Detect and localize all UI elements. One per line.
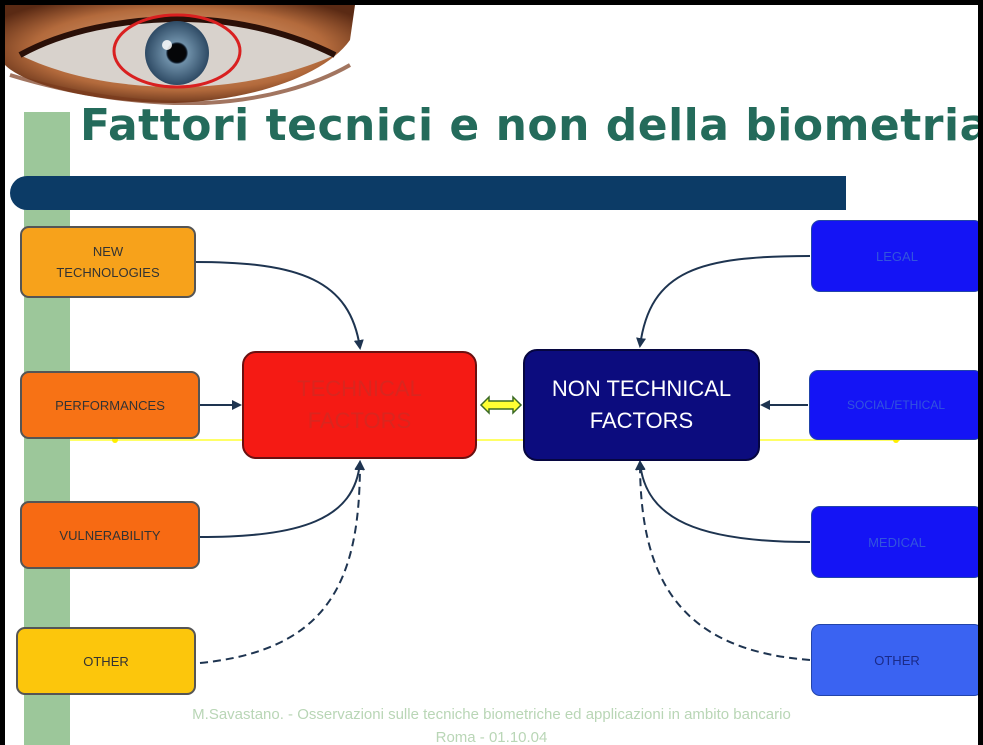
factor-legal: LEGAL: [811, 220, 983, 292]
arrow-other-to-nontechnical: [635, 460, 811, 661]
factor-vulnerability: VULNERABILITY: [20, 501, 200, 569]
non-technical-factors-box: NON TECHNICAL FACTORS: [523, 349, 760, 461]
arrow-legal-to-nontechnical: [636, 255, 811, 348]
factor-other-non-technical: OTHER: [811, 624, 983, 696]
eye-header-image: [5, 5, 355, 106]
factor-medical: MEDICAL: [811, 506, 983, 578]
factor-social-ethical: SOCIAL/ETHICAL: [809, 370, 983, 440]
footer-caption: M.Savastano. - Osservazioni sulle tecnic…: [192, 706, 791, 723]
frame-top-border: [0, 0, 983, 5]
frame-right-border: [978, 0, 983, 745]
arrow-new-tech-to-technical: [194, 261, 364, 350]
slide-title: Fattori tecnici e non della biometria: [80, 100, 983, 151]
technical-factors-box: TECHNICAL FACTORS: [242, 351, 477, 459]
arrow-vulnerability-to-technical: [199, 460, 365, 538]
arrow-medical-to-nontechnical: [635, 460, 811, 543]
factor-performances: PERFORMANCES: [20, 371, 200, 439]
frame-left-border: [0, 0, 5, 745]
footer-date: Roma - 01.10.04: [435, 729, 548, 745]
arrow-other-to-technical: [199, 460, 365, 664]
bidirectional-arrow-icon: [479, 395, 523, 415]
factor-other-technical: OTHER: [16, 627, 196, 695]
title-underline-bar: [10, 176, 846, 210]
factor-new-technologies: NEW TECHNOLOGIES: [20, 226, 196, 298]
eye-icon: [5, 5, 355, 106]
